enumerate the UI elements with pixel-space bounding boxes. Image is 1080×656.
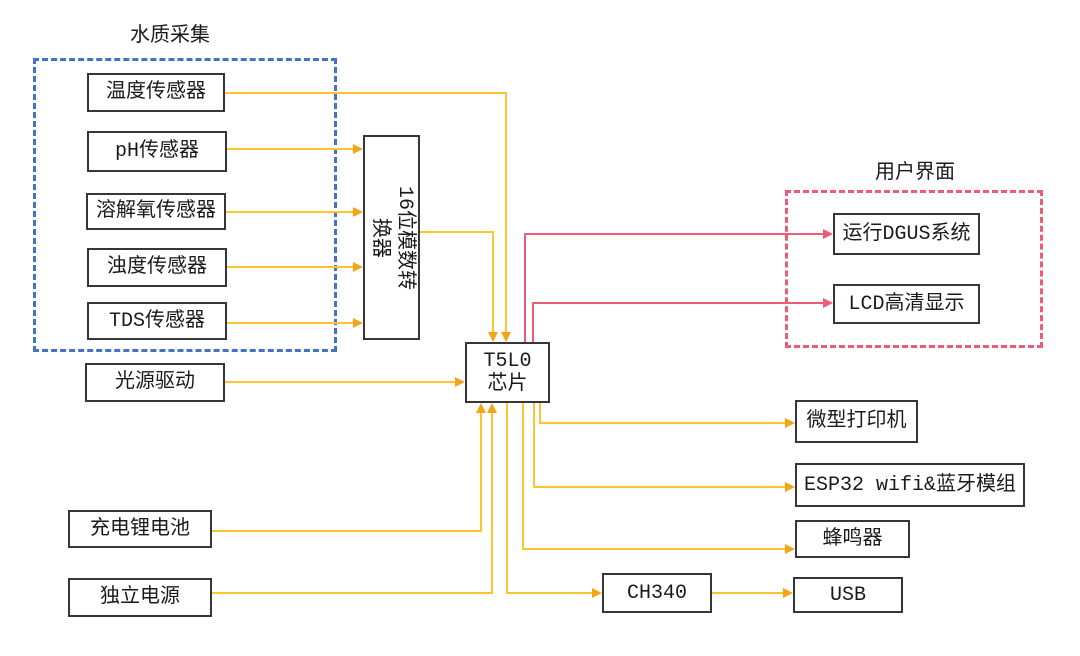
light-source-driver-box: 光源驱动 [85,363,225,402]
esp32-wifi-bt-module-box: ESP32 wifi&蓝牙模组 [795,463,1025,507]
water-quality-group-title: 水质采集 [130,25,210,48]
arrow-chip-esp32 [785,482,795,492]
arrow-power-chip [487,403,497,413]
t5l0-chip-label: T5L0 芯片 [483,349,532,396]
arrow-light-chip [455,377,465,387]
dissolved-oxygen-sensor-box: 溶解氧传感器 [86,193,226,230]
dgus-system-box: 运行DGUS系统 [833,213,980,255]
usb-box: USB [793,577,903,613]
arrow-chip-ch340 [592,588,602,598]
tds-sensor-box: TDS传感器 [87,302,227,340]
arrow-temp-chip [501,332,511,342]
t5l0-chip-box: T5L0 芯片 [465,342,550,403]
arrow-adc-chip [488,332,498,342]
user-interface-group-frame [785,190,1043,348]
edge-temp-to-chip [225,92,507,334]
buzzer-box: 蜂鸣器 [795,520,910,558]
edge-chip-to-buzzer [522,403,786,550]
edge-chip-to-esp32 [533,403,786,488]
ch340-box: CH340 [602,573,712,613]
edge-adc-to-chip [420,231,494,334]
edge-power-to-chip [212,412,493,594]
temperature-sensor-box: 温度传感器 [87,73,225,112]
arrow-ch340-usb [783,588,793,598]
edge-battery-to-chip [212,412,482,532]
arrow-do-adc [353,207,363,217]
arrow-chip-printer [785,418,795,428]
arrow-tds-adc [353,318,363,328]
turbidity-sensor-box: 浊度传感器 [87,248,227,287]
user-interface-group-title: 用户界面 [875,162,955,185]
edge-chip-to-printer [539,403,786,424]
edge-chip-to-lcd [532,302,824,342]
adc-label: 16位模数转 换器 [367,185,416,290]
arrow-chip-buzzer [785,544,795,554]
edge-chip-to-dgus [524,233,824,342]
arrow-ph-adc [353,144,363,154]
independent-power-box: 独立电源 [68,578,212,617]
arrow-turbidity-adc [353,262,363,272]
arrow-battery-chip [476,403,486,413]
water-quality-group-frame [33,58,337,352]
arrow-chip-dgus [823,229,833,239]
arrow-chip-lcd [823,298,833,308]
micro-printer-box: 微型打印机 [795,400,918,443]
lcd-display-box: LCD高清显示 [833,284,980,324]
ph-sensor-box: pH传感器 [87,131,227,172]
edge-chip-to-ch340 [506,403,593,594]
adc-box: 16位模数转 换器 [363,135,420,340]
rechargeable-battery-box: 充电锂电池 [68,510,212,548]
